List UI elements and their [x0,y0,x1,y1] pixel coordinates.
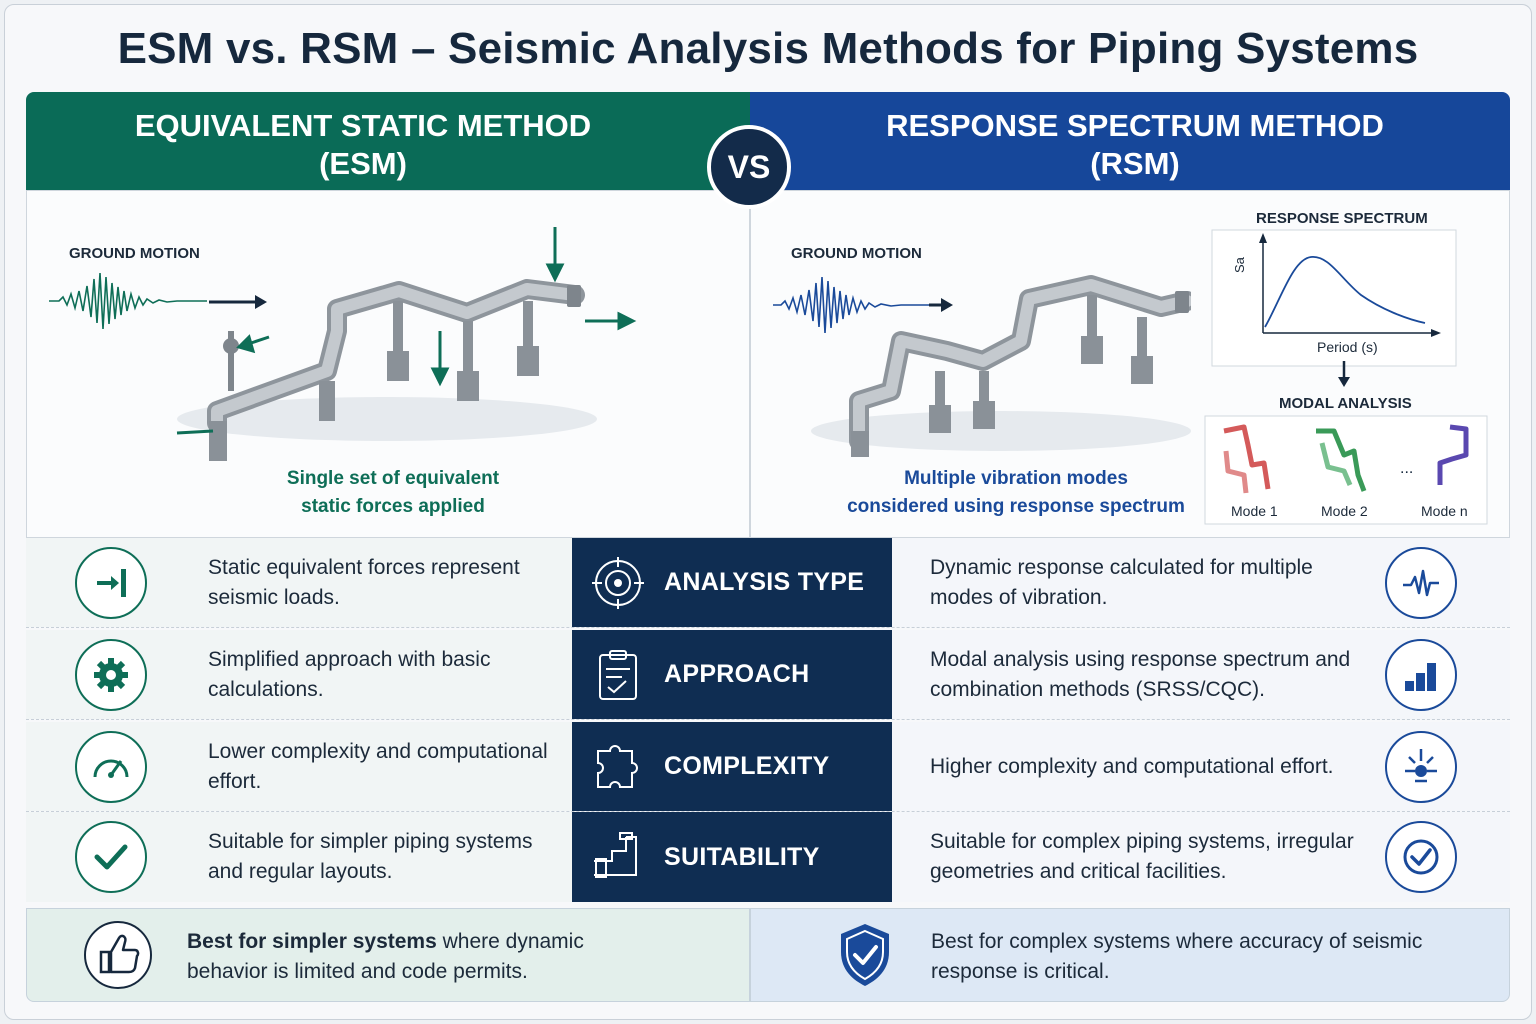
category-suitability: SUITABILITY [572,812,892,902]
esm-summary-bold: Best for simpler systems [187,930,437,953]
rsm-summary: Best for complex systems where accuracy … [750,908,1510,1002]
rsm-approach-text: Modal analysis using response spectrum a… [930,647,1351,701]
page-title: ESM vs. RSM – Seismic Analysis Methods f… [117,24,1419,73]
motion-arrow-icon [941,298,953,312]
category-approach: APPROACH [572,630,892,719]
response-spectrum-title: RESPONSE SPECTRUM [1256,210,1428,227]
rsm-title-line2: (RSM) [1090,146,1180,181]
esm-caption-line1: Single set of equivalent [286,468,500,489]
esm-title-line2: (ESM) [319,146,407,181]
seismic-wave-icon [773,276,929,334]
motion-arrow-icon [255,295,267,309]
network-icon [1385,731,1457,803]
category-label: ANALYSIS TYPE [664,568,865,596]
esm-header: EQUIVALENT STATIC METHOD (ESM) [26,92,750,190]
esm-caption-line2: static forces applied [301,496,485,517]
seismic-wave-icon [49,272,207,330]
mode-n-label: Mode n [1421,503,1468,519]
target-icon [592,557,644,609]
bar-chart-icon [1385,639,1457,711]
response-spectrum-chart [1211,229,1457,367]
esm-summary-rest: where dynamic behavior is limited and co… [187,930,584,983]
comparison-row-approach: Simplified approach with basic calculati… [26,630,1510,720]
rsm-header: RESPONSE SPECTRUM METHOD (RSM) [750,92,1510,190]
category-label: COMPLEXITY [664,752,830,780]
rsm-summary-text: Best for complex systems where accuracy … [931,930,1423,983]
rsm-piping-illustration [773,275,1191,457]
esm-summary: Best for simpler systems where dynamic b… [26,908,750,1002]
mode-shapes-illustration: ... [1204,415,1488,525]
category-label: APPROACH [664,660,810,688]
rsm-caption: Multiple vibration modes considered usin… [841,465,1191,521]
esm-illustration-panel: GROUND MOTION S [26,190,750,538]
mode-1-label: Mode 1 [1231,503,1278,519]
esm-caption: Single set of equivalent static forces a… [237,465,549,521]
category-label: SUITABILITY [664,842,820,871]
spectrum-y-label: Sa [1232,257,1247,273]
modes-ellipsis: ... [1400,460,1413,477]
arrow-to-wall-icon [75,547,147,619]
mode-2-shape [1316,428,1367,492]
puzzle-icon [597,745,638,788]
pipe-icon [594,832,637,878]
down-arrow-icon [1338,361,1350,387]
category-analysis-type: ANALYSIS TYPE [572,538,892,627]
esm-title-line1: EQUIVALENT STATIC METHOD [134,108,592,143]
comparison-row-analysis-type: Static equivalent forces represent seism… [26,538,1510,628]
vs-badge: VS [707,125,791,209]
rsm-analysis-type-text: Dynamic response calculated for multiple… [930,555,1313,609]
mode-2-label: Mode 2 [1321,503,1368,519]
comparison-row-complexity: Lower complexity and computational effor… [26,722,1510,812]
esm-analysis-type-text: Static equivalent forces represent seism… [208,555,520,609]
esm-suitability-text: Suitable for simpler piping systems and … [208,830,533,883]
mode-1-shape [1223,424,1271,490]
esm-ground-motion-label: GROUND MOTION [69,245,200,262]
rsm-complexity-text: Higher complexity and computational effo… [930,754,1334,778]
rsm-caption-line2: considered using response spectrum [847,496,1185,517]
gauge-icon [75,731,147,803]
waveform-icon [1385,547,1457,619]
modal-analysis-title: MODAL ANALYSIS [1279,395,1412,412]
comparison-table: Static equivalent forces represent seism… [26,538,1510,902]
rsm-title-line1: RESPONSE SPECTRUM METHOD [886,108,1384,143]
comparison-row-suitability: Suitable for simpler piping systems and … [26,812,1510,902]
thumbs-up-icon [84,921,152,989]
shield-check-icon [841,924,889,986]
spectrum-x-label: Period (s) [1317,339,1378,355]
esm-approach-text: Simplified approach with basic calculati… [208,647,491,701]
spectrum-curve [1264,256,1426,328]
rsm-ground-motion-label: GROUND MOTION [791,245,922,262]
esm-summary-text: Best for simpler systems where dynamic b… [187,927,647,987]
mode-n-shape [1437,424,1469,485]
rsm-caption-line1: Multiple vibration modes [904,468,1128,489]
gear-icon [75,639,147,711]
esm-piping-illustration [49,227,637,461]
esm-complexity-text: Lower complexity and computational effor… [208,739,548,793]
checkmark-circle-icon [1385,821,1457,893]
category-complexity: COMPLEXITY [572,722,892,811]
checkmark-icon [75,821,147,893]
rsm-suitability-text: Suitable for complex piping systems, irr… [930,830,1354,883]
rsm-illustration-panel: GROUND MOTION RESPONSE SPECTRUM Sa Perio… [750,190,1510,538]
clipboard-icon [599,650,637,700]
